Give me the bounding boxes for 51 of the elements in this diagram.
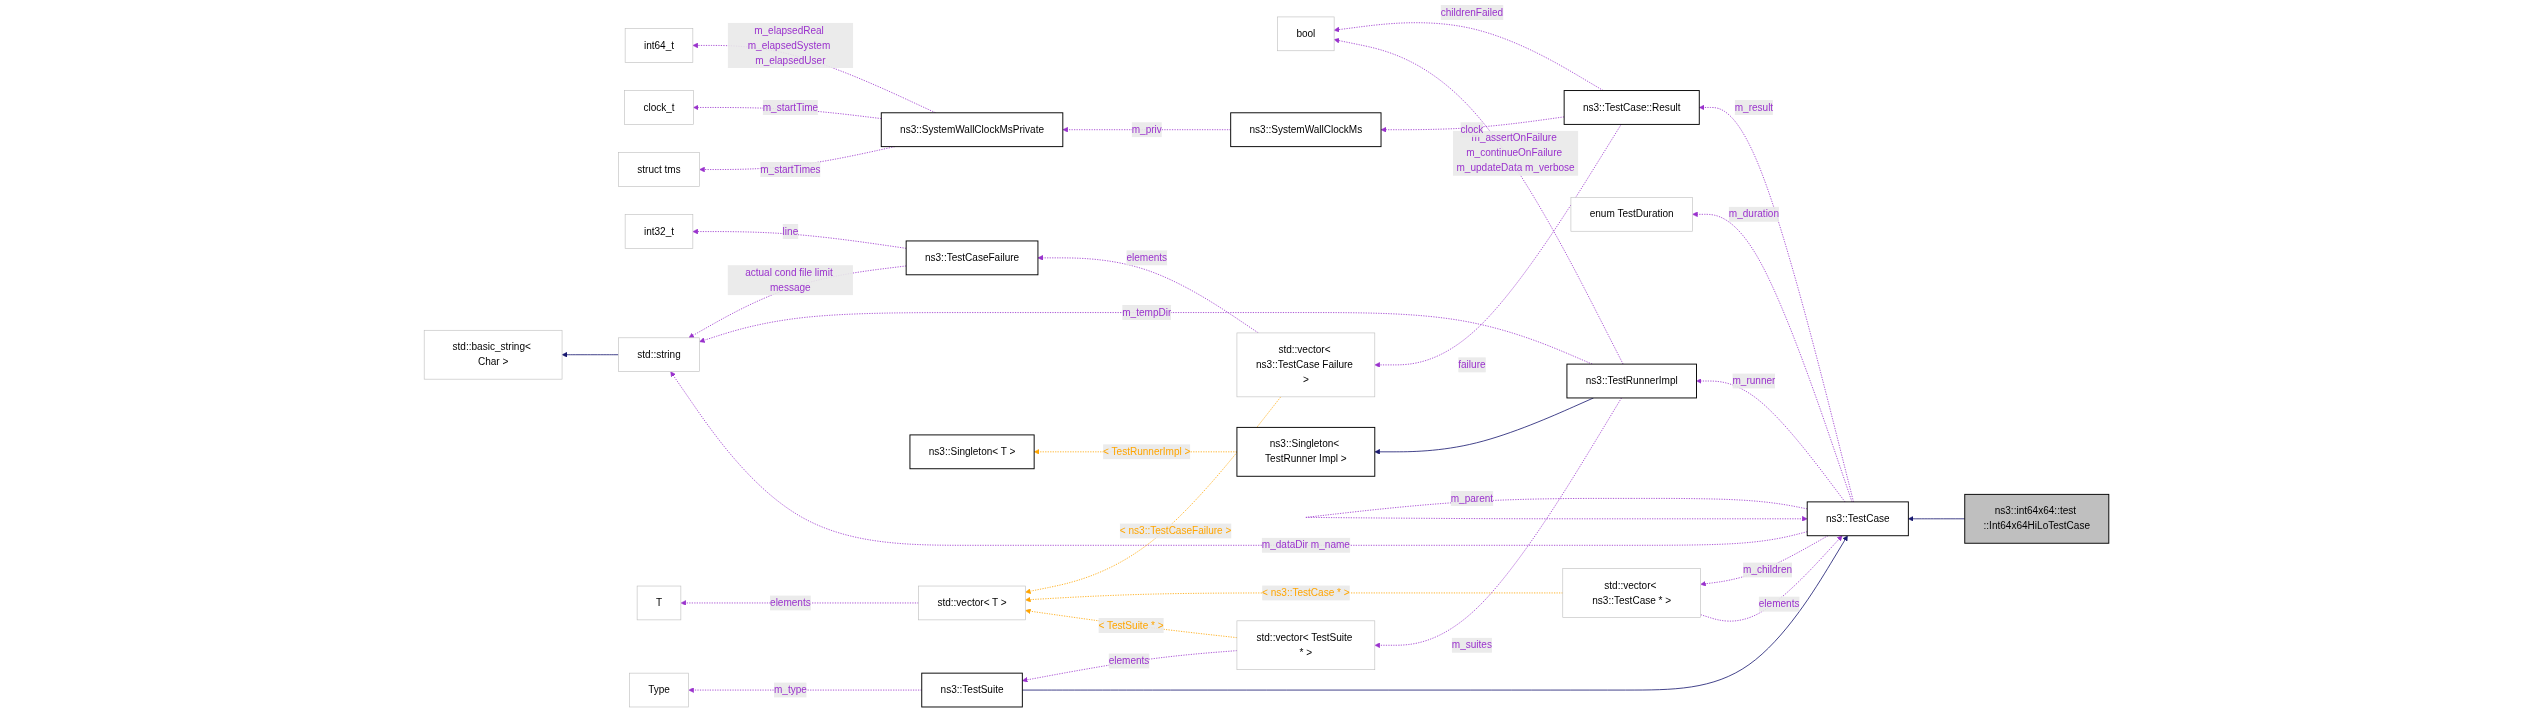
edge-label: elements bbox=[770, 597, 811, 608]
edge-label: childrenFailed bbox=[1440, 6, 1504, 18]
edge-label: actual cond file limit message bbox=[745, 267, 833, 293]
edge-label: m_tempDir bbox=[1122, 306, 1172, 318]
edge-label: elements bbox=[1108, 655, 1150, 666]
edge-label: m_duration bbox=[1728, 208, 1780, 220]
node-box: ns3::SystemWallClockMs bbox=[1230, 112, 1382, 148]
node-box: std::vector< ns3::TestCase Failure > bbox=[1236, 332, 1376, 398]
node-box: std::vector< T > bbox=[918, 585, 1026, 621]
edge-label: m_suites bbox=[1451, 639, 1492, 651]
edge-label: line bbox=[782, 225, 799, 237]
node-box: ns3::Singleton< TestRunner Impl > bbox=[1236, 426, 1376, 477]
edge-label: m_dataDir m_name bbox=[1261, 539, 1350, 551]
node-box: std::vector< TestSuite * > bbox=[1236, 620, 1376, 670]
edge-label: < ns3::TestCaseFailure > bbox=[1119, 525, 1232, 536]
node-box: bool bbox=[1277, 16, 1335, 52]
node-box: std::vector< ns3::TestCase * > bbox=[1562, 568, 1701, 618]
edge-label: m_startTime bbox=[762, 101, 819, 113]
node-box: Type bbox=[629, 672, 689, 708]
node-box: std::basic_string< Char > bbox=[423, 329, 563, 380]
node-box: ns3::SystemWallClockMsPrivate bbox=[880, 112, 1064, 148]
edge-label: m_elapsedReal m_elapsedSystem m_elapsedUser bbox=[747, 24, 831, 66]
edge-label: failure bbox=[1458, 359, 1486, 370]
node-box: struct tms bbox=[618, 152, 700, 187]
edge-label: < TestSuite * > bbox=[1098, 619, 1164, 631]
node-box: ns3::TestSuite bbox=[921, 672, 1023, 708]
node-box: ns3::TestCase::Result bbox=[1563, 90, 1700, 125]
node-box: int64_t bbox=[624, 28, 694, 63]
node-box: T bbox=[636, 585, 682, 621]
edge-label: m_result bbox=[1734, 101, 1774, 113]
node-box: enum TestDuration bbox=[1570, 197, 1693, 232]
node-box: int32_t bbox=[624, 214, 694, 249]
edge-label: m_assertOnFailure m_continueOnFailure m_updateData m_verbose bbox=[1456, 132, 1575, 174]
edge-label: m_children bbox=[1743, 564, 1793, 575]
edge-label: < ns3::TestCase * > bbox=[1262, 587, 1350, 598]
node-box: ns3::TestCaseFailure bbox=[905, 240, 1039, 276]
edge-label: m_type bbox=[773, 684, 807, 696]
edge-label: elements bbox=[1758, 598, 1800, 610]
node-box: std::string bbox=[618, 337, 700, 372]
edge-label: clock bbox=[1460, 124, 1484, 135]
node-box: clock_t bbox=[624, 90, 694, 125]
edge-label: m_parent bbox=[1450, 492, 1494, 504]
edge-label: m_priv bbox=[1131, 124, 1162, 135]
node-box: ns3::Singleton< T > bbox=[909, 434, 1035, 470]
node-box: ns3::TestCase bbox=[1806, 501, 1909, 537]
edge-label: elements bbox=[1126, 252, 1168, 263]
edge-label: m_startTimes bbox=[760, 163, 821, 175]
edge-label: < TestRunnerImpl > bbox=[1103, 446, 1191, 457]
edge-label: m_runner bbox=[1732, 375, 1776, 387]
node-box: ns3::int64x64::test ::Int64x64HiLoTestCase bbox=[1964, 493, 2110, 544]
node-box: ns3::TestRunnerImpl bbox=[1566, 363, 1697, 399]
